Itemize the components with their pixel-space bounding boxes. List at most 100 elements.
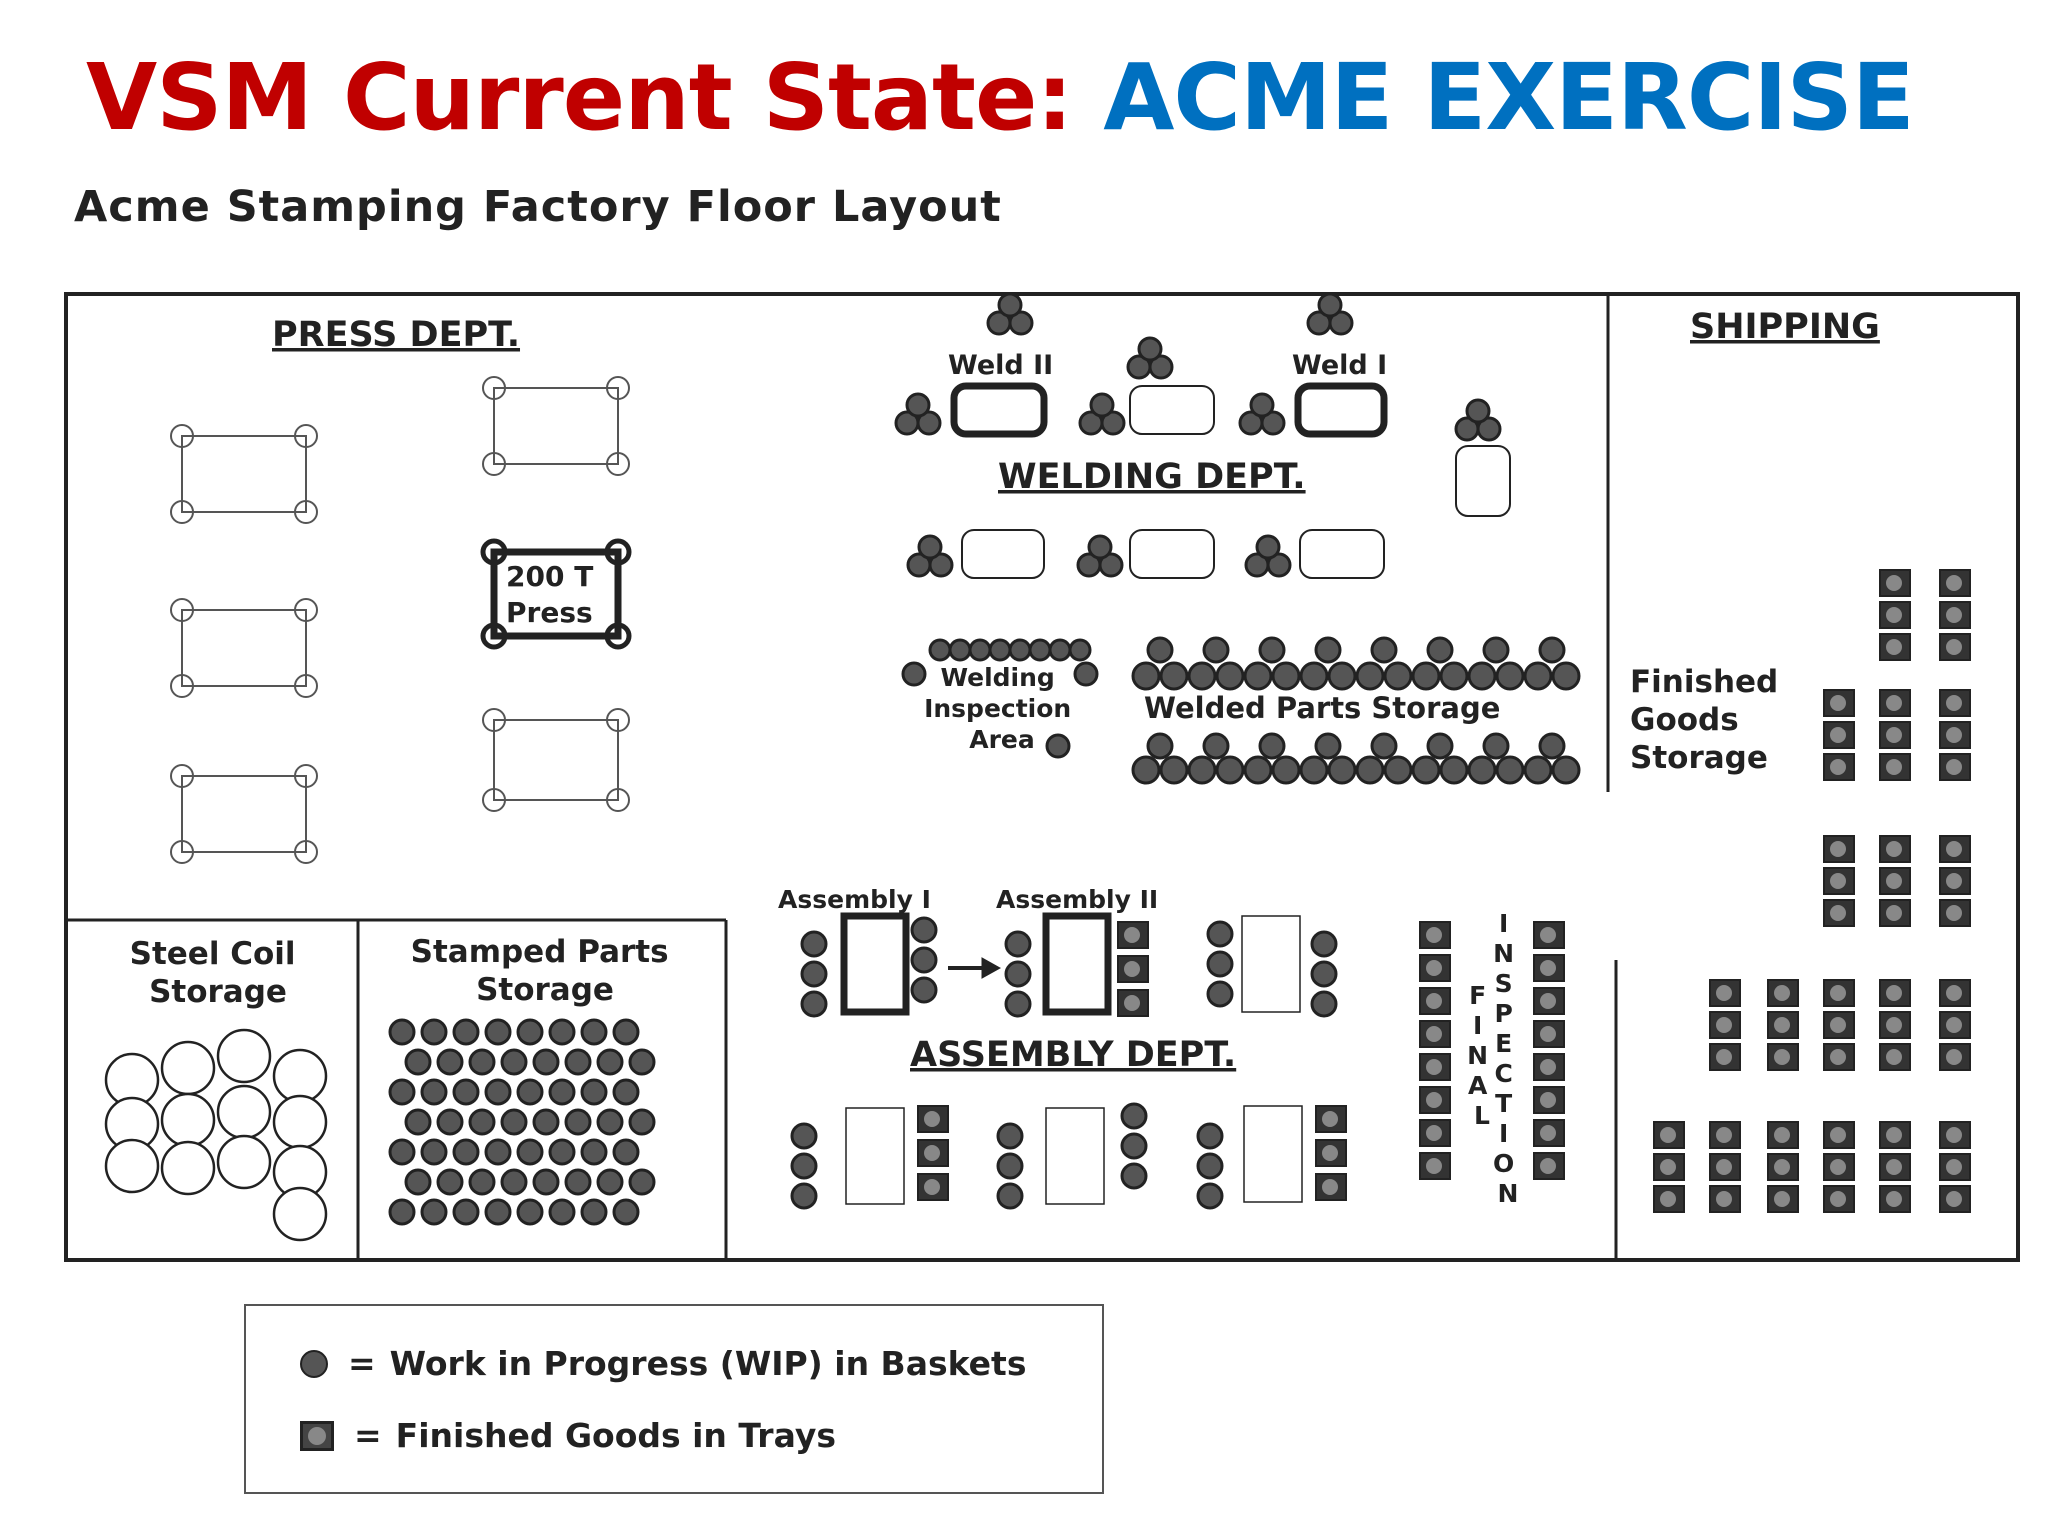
finished-goods-tray: [1823, 1121, 1855, 1149]
wip-basket: [1383, 661, 1413, 691]
finished-goods-tray: [1939, 835, 1971, 863]
wip-basket: [790, 1122, 818, 1150]
finished-goods-tray: [1117, 955, 1149, 983]
assembly-ii-label: Assembly II: [996, 885, 1158, 914]
wip-basket: [612, 1078, 640, 1106]
wip-basket: [928, 638, 952, 662]
flow-arrow: [948, 957, 1002, 979]
finished-goods-tray: [1879, 689, 1911, 717]
legend-wip-text: Work in Progress (WIP) in Baskets: [389, 1344, 1027, 1383]
wip-basket: [1467, 755, 1497, 785]
wip-basket: [1146, 636, 1174, 664]
wip-basket: [1314, 732, 1342, 760]
finished-goods-tray: [1823, 721, 1855, 749]
wip-basket: [468, 1048, 496, 1076]
wip-basket: [1260, 410, 1286, 436]
wip-basket: [1370, 732, 1398, 760]
finished-goods-tray: [1419, 1119, 1451, 1147]
wip-basket: [1073, 661, 1099, 687]
wip-basket: [910, 976, 938, 1004]
wip-basket: [1258, 732, 1286, 760]
wip-basket: [928, 552, 954, 578]
wip-basket: [1004, 930, 1032, 958]
wip-basket: [910, 946, 938, 974]
title-prefix: VSM Current State:: [86, 44, 1073, 151]
wip-basket: [1243, 755, 1273, 785]
welding-inspection-line-3: Area: [969, 725, 1035, 754]
finished-goods-tray: [1879, 1011, 1911, 1039]
wip-basket: [580, 1138, 608, 1166]
wip-basket: [1187, 755, 1217, 785]
final-inspection-area: [1419, 921, 1565, 1180]
wip-basket: [1310, 990, 1338, 1018]
press-machine: [170, 764, 318, 864]
wip-basket: [1551, 755, 1581, 785]
finished-goods-tray: [1767, 1011, 1799, 1039]
assembly-stations: [840, 912, 1303, 1205]
wip-basket: [612, 1018, 640, 1046]
finished-goods-tray: [1117, 989, 1149, 1017]
finished-goods-tray: [1419, 1020, 1451, 1048]
finished-goods-tray: [1879, 1153, 1911, 1181]
wip-basket-stack: [1126, 336, 1174, 380]
wip-basket: [404, 1048, 432, 1076]
assembly-station: [1243, 1105, 1303, 1203]
finished-goods-tray: [1653, 1153, 1685, 1181]
steel-coil-storage-label: Steel Coil Storage: [130, 936, 307, 1010]
wip-basket: [988, 638, 1012, 662]
finished-goods-tray: [1709, 1153, 1741, 1181]
finished-goods-tray: [1879, 633, 1911, 661]
wip-basket: [800, 930, 828, 958]
wip-basket: [1467, 661, 1497, 691]
finished-goods-tray: [1419, 954, 1451, 982]
page-title: VSM Current State: ACME EXERCISE: [86, 38, 1915, 158]
wip-basket: [948, 638, 972, 662]
wip-basket: [1258, 636, 1286, 664]
steel-coil: [160, 1040, 216, 1096]
finished-goods-tray: [1823, 689, 1855, 717]
wip-basket: [596, 1048, 624, 1076]
finished-goods-tray: [1315, 1105, 1347, 1133]
wip-basket: [1255, 534, 1281, 560]
finished-goods-tray: [1939, 979, 1971, 1007]
finished-goods-tray: [917, 1173, 949, 1201]
wip-basket: [1411, 661, 1441, 691]
finished-goods-tray: [1823, 899, 1855, 927]
weld-i-label: Weld I: [1292, 350, 1387, 381]
wip-basket: [484, 1198, 512, 1226]
assembly-station: [1045, 1107, 1105, 1205]
wip-basket: [1202, 636, 1230, 664]
wip-basket: [1328, 310, 1354, 336]
finished-goods-tray: [1939, 689, 1971, 717]
press-machine: [170, 424, 318, 524]
wip-basket: [1131, 661, 1161, 691]
assembly-station: [845, 1107, 905, 1205]
wip-basket: [500, 1168, 528, 1196]
finished-goods-tray: [1879, 569, 1911, 597]
wip-basket: [910, 916, 938, 944]
stamped-parts-line-1: Stamped Parts: [411, 934, 669, 970]
finished-goods-tray: [1823, 1043, 1855, 1071]
wip-basket: [532, 1168, 560, 1196]
finished-goods-tray-icon: [300, 1420, 334, 1451]
wip-basket: [1008, 310, 1034, 336]
wip-basket: [484, 1138, 512, 1166]
wip-basket: [1411, 755, 1441, 785]
wip-basket: [420, 1018, 448, 1046]
wip-basket: [790, 1152, 818, 1180]
press-200t: 200 T Press: [480, 538, 632, 650]
wip-basket: [596, 1168, 624, 1196]
steel-coil-line-2: Storage: [149, 974, 287, 1010]
wip-basket: [516, 1198, 544, 1226]
finished-goods-line-1: Finished: [1630, 664, 1778, 700]
wip-basket: [548, 1078, 576, 1106]
welding-dept-label: WELDING DEPT.: [998, 457, 1306, 497]
finished-goods-tray: [1533, 1119, 1565, 1147]
finished-goods-tray: [1823, 867, 1855, 895]
finished-goods-tray: [1823, 1011, 1855, 1039]
finished-goods-tray: [1533, 1086, 1565, 1114]
wip-basket: [628, 1048, 656, 1076]
finished-goods-tray: [1879, 721, 1911, 749]
wip-basket: [612, 1198, 640, 1226]
